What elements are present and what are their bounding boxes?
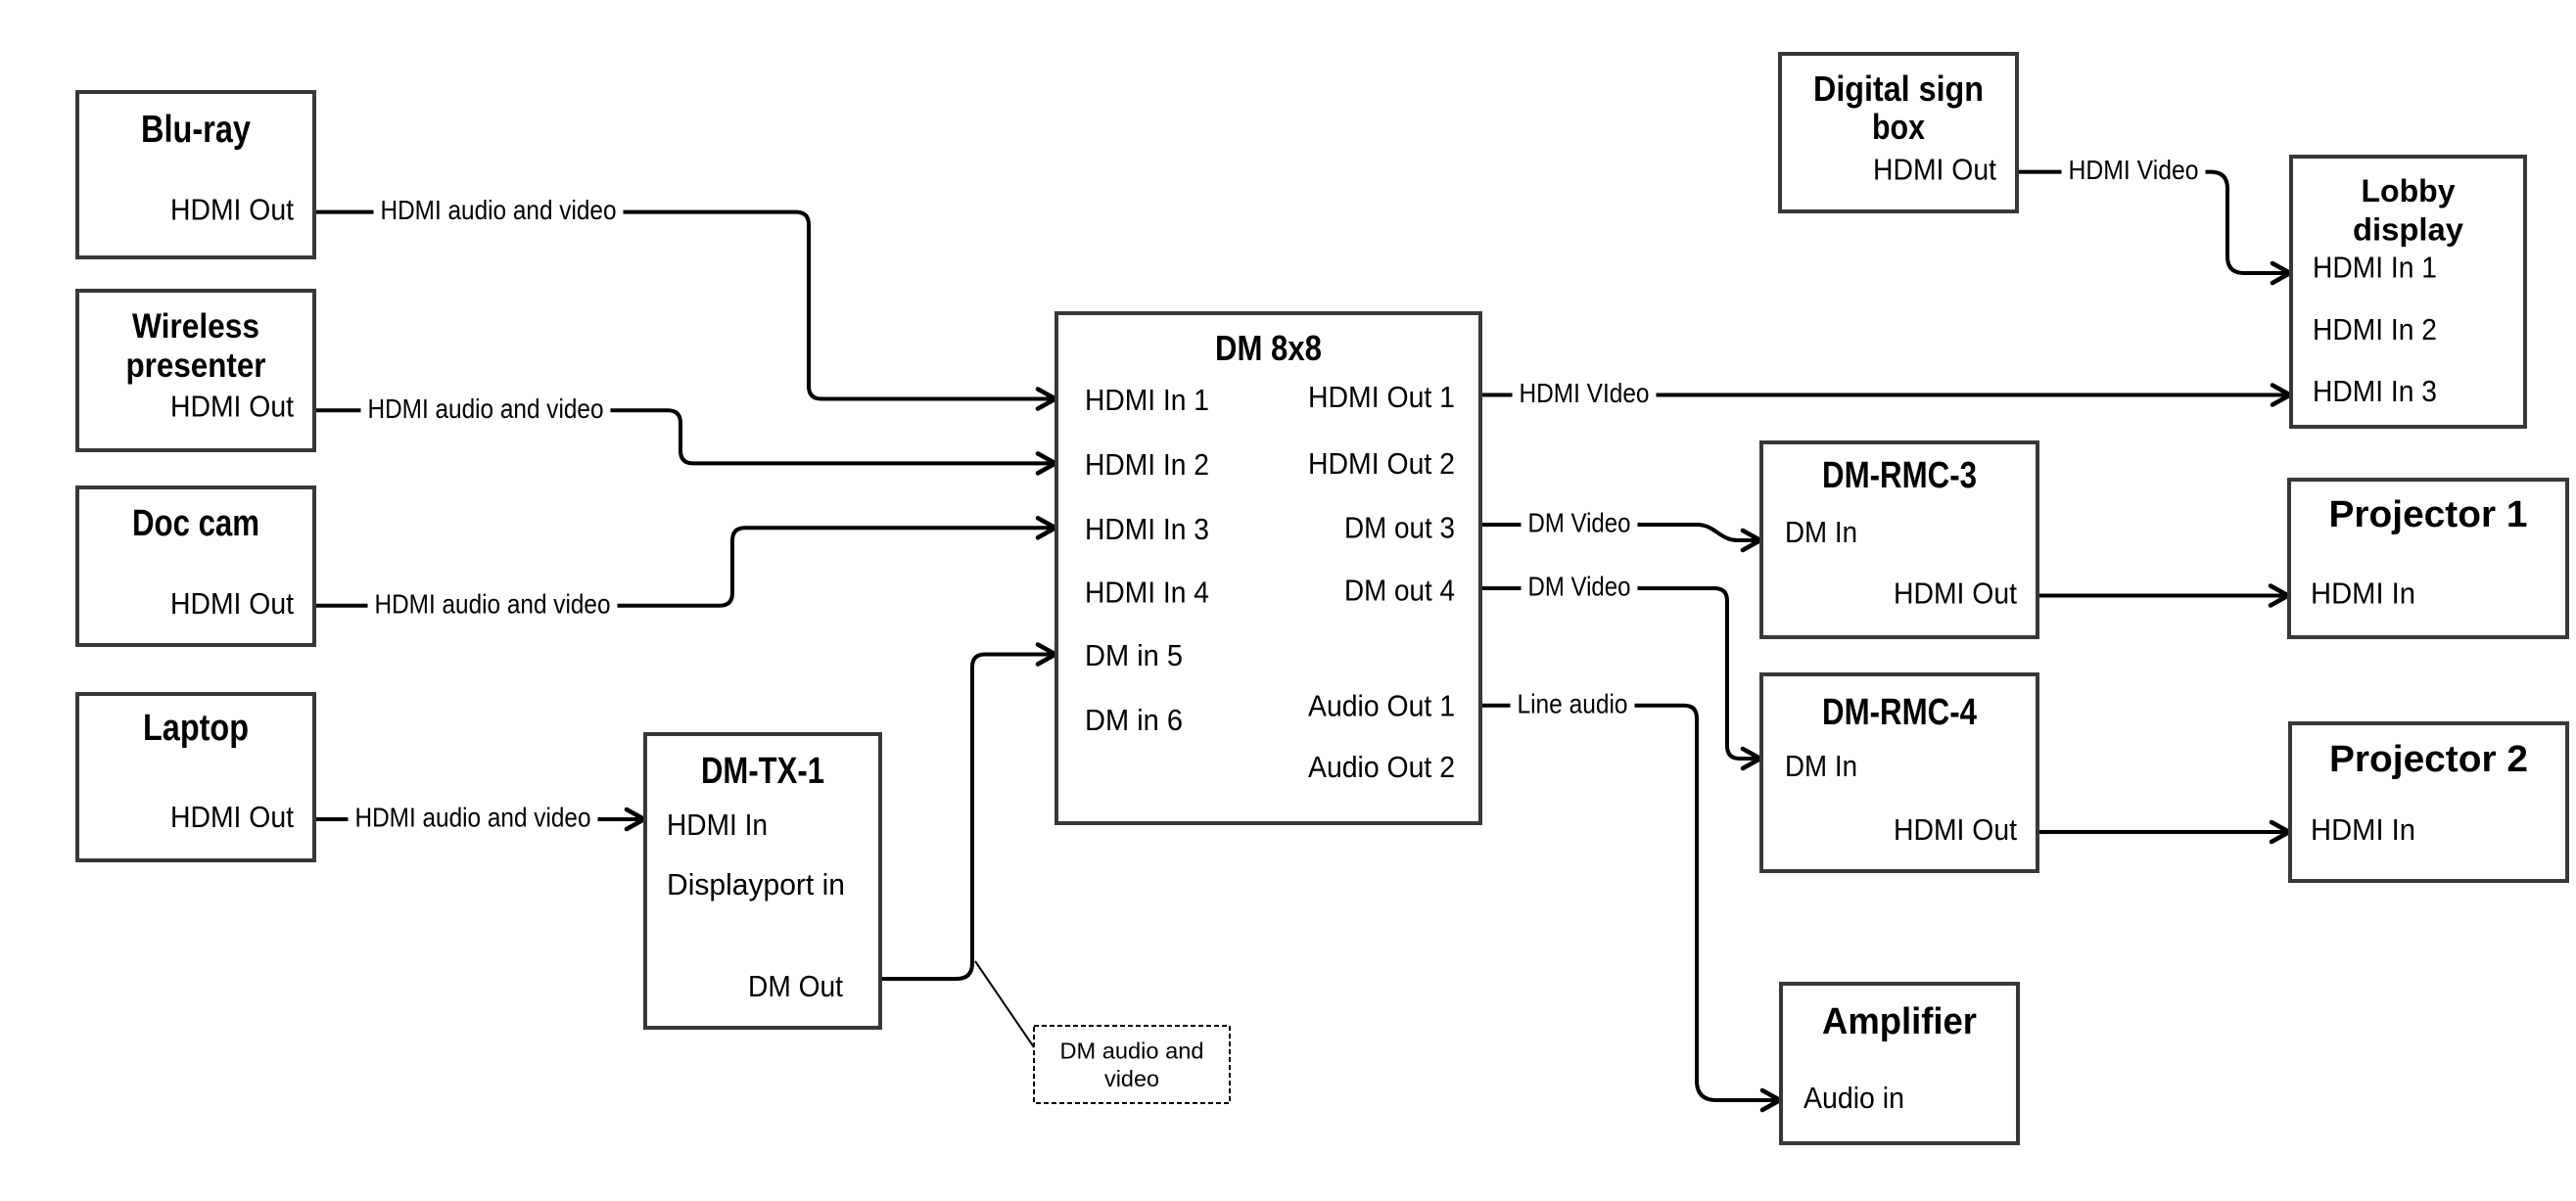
svg-text:Doc cam: Doc cam xyxy=(132,503,259,544)
svg-text:HDMI In: HDMI In xyxy=(2311,813,2415,847)
svg-text:HDMI In 2: HDMI In 2 xyxy=(2313,313,2437,346)
svg-text:HDMI Out: HDMI Out xyxy=(1873,154,1996,187)
svg-text:Blu-ray: Blu-ray xyxy=(141,109,251,151)
svg-text:display: display xyxy=(2353,212,2463,248)
svg-text:DM In: DM In xyxy=(1785,516,1857,549)
svg-text:HDMI In 4: HDMI In 4 xyxy=(1085,577,1209,610)
svg-text:HDMI Out 1: HDMI Out 1 xyxy=(1308,381,1455,414)
svg-text:DM out 3: DM out 3 xyxy=(1344,512,1455,545)
svg-text:presenter: presenter xyxy=(126,346,266,385)
svg-text:Projector 2: Projector 2 xyxy=(2329,739,2528,780)
svg-text:Laptop: Laptop xyxy=(143,708,249,749)
svg-text:HDMI audio and video: HDMI audio and video xyxy=(368,393,604,424)
svg-text:HDMI Out: HDMI Out xyxy=(170,194,294,227)
svg-text:HDMI In 1: HDMI In 1 xyxy=(2313,252,2437,285)
svg-text:Wireless: Wireless xyxy=(132,307,259,346)
svg-text:DM in 5: DM in 5 xyxy=(1085,639,1183,672)
svg-text:HDMI In 3: HDMI In 3 xyxy=(2313,375,2437,408)
svg-text:Projector 1: Projector 1 xyxy=(2329,494,2528,535)
svg-text:DM Video: DM Video xyxy=(1528,508,1631,538)
svg-text:DM In: DM In xyxy=(1785,750,1857,783)
svg-text:DM out 4: DM out 4 xyxy=(1344,574,1455,607)
svg-text:DM Video: DM Video xyxy=(1528,572,1631,602)
svg-text:box: box xyxy=(1872,107,1925,147)
svg-text:DM-RMC-3: DM-RMC-3 xyxy=(1822,455,1977,496)
svg-text:DM-TX-1: DM-TX-1 xyxy=(701,751,824,792)
svg-text:HDMI Out 2: HDMI Out 2 xyxy=(1308,447,1455,481)
svg-text:Audio Out 1: Audio Out 1 xyxy=(1308,689,1455,722)
svg-text:HDMI Out: HDMI Out xyxy=(170,391,294,424)
svg-text:DM-RMC-4: DM-RMC-4 xyxy=(1822,692,1977,733)
svg-text:HDMI Out: HDMI Out xyxy=(1894,813,2017,847)
svg-text:Audio Out 2: Audio Out 2 xyxy=(1308,751,1455,784)
svg-text:Audio in: Audio in xyxy=(1803,1082,1904,1115)
svg-text:video: video xyxy=(1104,1066,1159,1091)
svg-text:Displayport in: Displayport in xyxy=(667,868,845,901)
svg-text:HDMI audio and video: HDMI audio and video xyxy=(355,803,591,833)
svg-text:Amplifier: Amplifier xyxy=(1822,1001,1977,1042)
svg-text:HDMI Out: HDMI Out xyxy=(170,801,294,834)
svg-text:Line audio: Line audio xyxy=(1518,688,1628,718)
svg-text:DM 8x8: DM 8x8 xyxy=(1215,328,1322,368)
svg-text:HDMI In 1: HDMI In 1 xyxy=(1085,384,1209,417)
svg-text:HDMI Video: HDMI Video xyxy=(2069,155,2199,185)
svg-text:Lobby: Lobby xyxy=(2362,173,2456,208)
svg-text:HDMI In: HDMI In xyxy=(2311,577,2415,611)
svg-text:HDMI In 3: HDMI In 3 xyxy=(1085,513,1209,546)
svg-text:DM Out: DM Out xyxy=(748,970,843,1003)
svg-text:HDMI Out: HDMI Out xyxy=(1894,577,2017,611)
svg-text:HDMI Out: HDMI Out xyxy=(170,587,294,621)
svg-text:HDMI audio and video: HDMI audio and video xyxy=(375,588,611,619)
svg-text:HDMI VIdeo: HDMI VIdeo xyxy=(1520,378,1650,408)
svg-text:DM audio and: DM audio and xyxy=(1060,1039,1204,1064)
svg-text:DM in 6: DM in 6 xyxy=(1085,704,1183,737)
svg-text:HDMI In 2: HDMI In 2 xyxy=(1085,448,1209,482)
svg-text:HDMI In: HDMI In xyxy=(667,808,768,842)
svg-text:HDMI audio and video: HDMI audio and video xyxy=(381,195,617,225)
svg-text:Digital sign: Digital sign xyxy=(1813,69,1984,109)
